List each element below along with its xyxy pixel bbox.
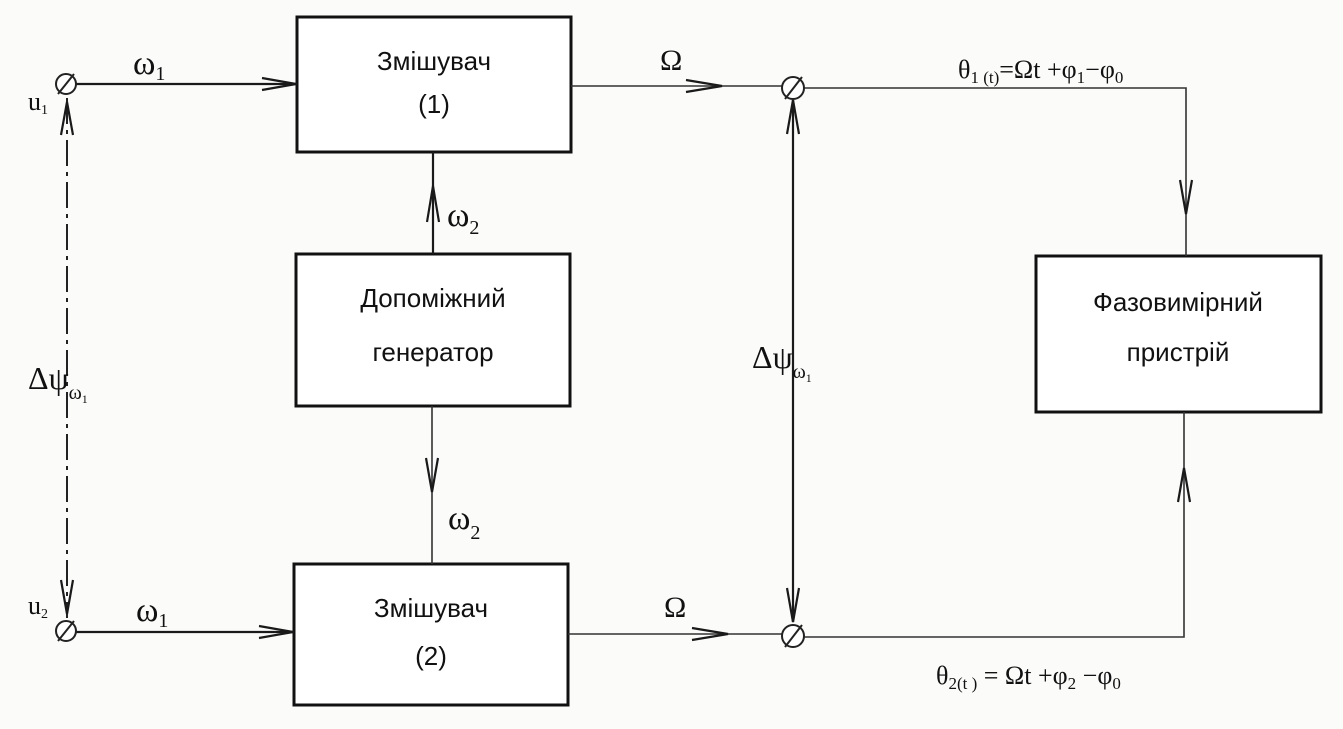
terminal-u1 <box>55 73 77 95</box>
phase-meter-title-line2: пристрій <box>1127 337 1230 367</box>
label-phase-shift-left: Δψω1 <box>28 360 88 406</box>
arrow-gen-to-mixer1 <box>425 185 441 223</box>
terminal-u2 <box>55 620 77 642</box>
label-Omega-top: Ω <box>660 44 682 77</box>
arrow-into-mixer1 <box>261 76 297 92</box>
wire-node1-phasemeter <box>804 87 1187 256</box>
phase-meter-block: Фазовимірний пристрій <box>1034 254 1323 414</box>
label-Omega-bottom: Ω <box>664 591 686 624</box>
arrow-left-up <box>59 101 75 136</box>
mixer-2-number: (2) <box>415 641 447 671</box>
arrow-gen-to-mixer2 <box>424 457 440 493</box>
mixer-2-title: Змішувач <box>374 593 488 623</box>
node-2 <box>781 624 805 648</box>
label-omega1-top: ω1 <box>133 45 165 85</box>
label-theta1: θ1 (t)=Ωt +φ1−φ0 <box>958 55 1123 87</box>
label-u1: u1 <box>28 87 48 118</box>
aux-generator-title-line1: Допоміжний <box>360 283 505 313</box>
node-1 <box>781 76 805 100</box>
arrow-into-mixer2 <box>258 624 294 640</box>
label-omega2-lower: ω2 <box>448 500 480 544</box>
aux-generator-title-line2: генератор <box>372 337 493 367</box>
label-omega2-upper: ω2 <box>447 197 479 239</box>
phase-meter-title-line1: Фазовимірний <box>1093 287 1263 317</box>
arrow-into-phasemeter-bottom <box>1176 467 1192 503</box>
mixer-1-title: Змішувач <box>377 46 491 76</box>
label-omega1-bottom: ω1 <box>136 592 168 632</box>
mixer-1-number: (1) <box>418 89 450 119</box>
aux-generator-block: Допоміжний генератор <box>294 252 572 408</box>
label-u2: u2 <box>28 591 48 622</box>
mixer-1-block: Змішувач (1) <box>295 15 573 154</box>
arrow-mixer2-out <box>691 626 729 642</box>
wire-node2-phasemeter <box>804 412 1185 638</box>
mixer-2-block: Змішувач (2) <box>292 562 570 707</box>
arrow-mixer1-out <box>685 78 723 94</box>
label-theta2: θ2(t ) = Ωt +φ2 −φ0 <box>936 661 1121 693</box>
arrow-middle-down <box>785 587 801 623</box>
label-phase-shift-middle: Δψω1 <box>752 339 812 385</box>
arrow-into-phasemeter-top <box>1178 179 1194 215</box>
arrow-left-down <box>59 579 75 615</box>
